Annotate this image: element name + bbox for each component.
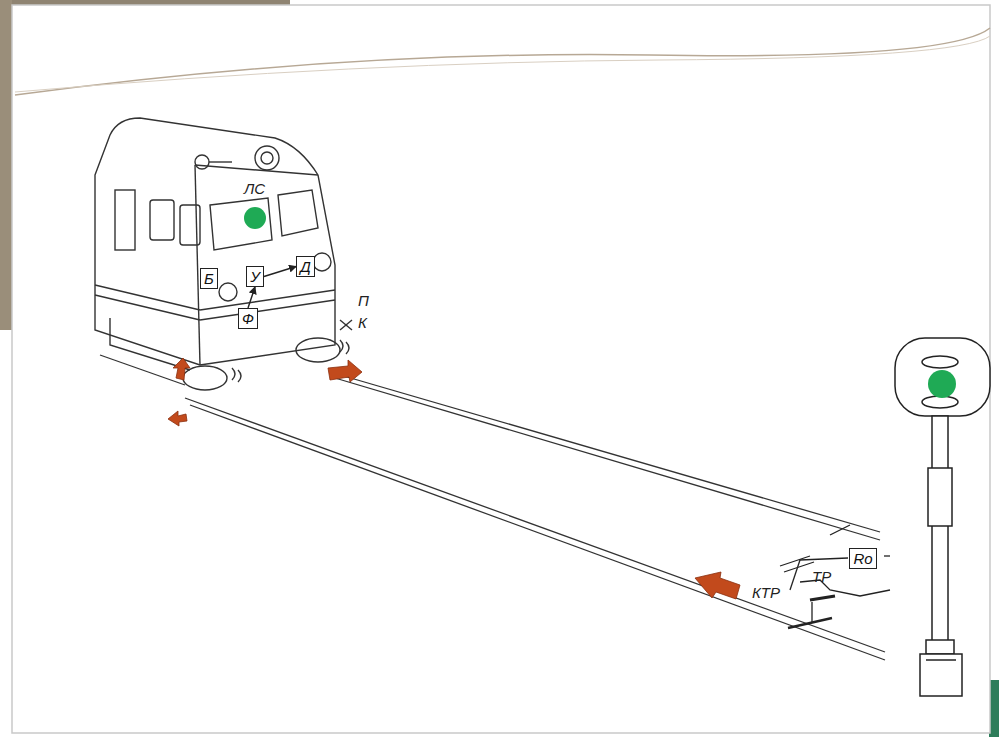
signal-connector	[248, 287, 255, 308]
signal-post	[895, 338, 990, 696]
resistor-symbol: Ro	[849, 548, 877, 569]
box-label: У	[250, 268, 260, 285]
relay-label: ТР	[812, 568, 831, 585]
rails	[100, 355, 885, 660]
box-label: Ro	[853, 550, 873, 567]
decoder-box: Д	[296, 256, 315, 277]
block-box: Б	[200, 268, 218, 289]
box-label: Б	[204, 270, 214, 287]
coil-label: П	[358, 292, 369, 309]
amplifier-box: У	[246, 266, 264, 287]
track-circuit	[780, 525, 890, 628]
coil-label: К	[358, 314, 367, 331]
slide-frame	[12, 5, 990, 733]
box-label: Ф	[242, 310, 254, 327]
signal-label: ЛС	[244, 180, 265, 197]
cab-signal-light	[244, 207, 266, 229]
locomotive	[95, 118, 352, 390]
filter-box: Ф	[238, 308, 258, 329]
box-label: Д	[300, 258, 311, 275]
decor-wave	[15, 28, 990, 95]
decor-wave	[15, 36, 990, 92]
photo-fragment	[0, 0, 12, 330]
signal-light	[928, 370, 956, 398]
signal-connector	[264, 267, 296, 277]
current-arrow	[168, 358, 740, 599]
relay-contact-label: КТР	[752, 584, 780, 601]
